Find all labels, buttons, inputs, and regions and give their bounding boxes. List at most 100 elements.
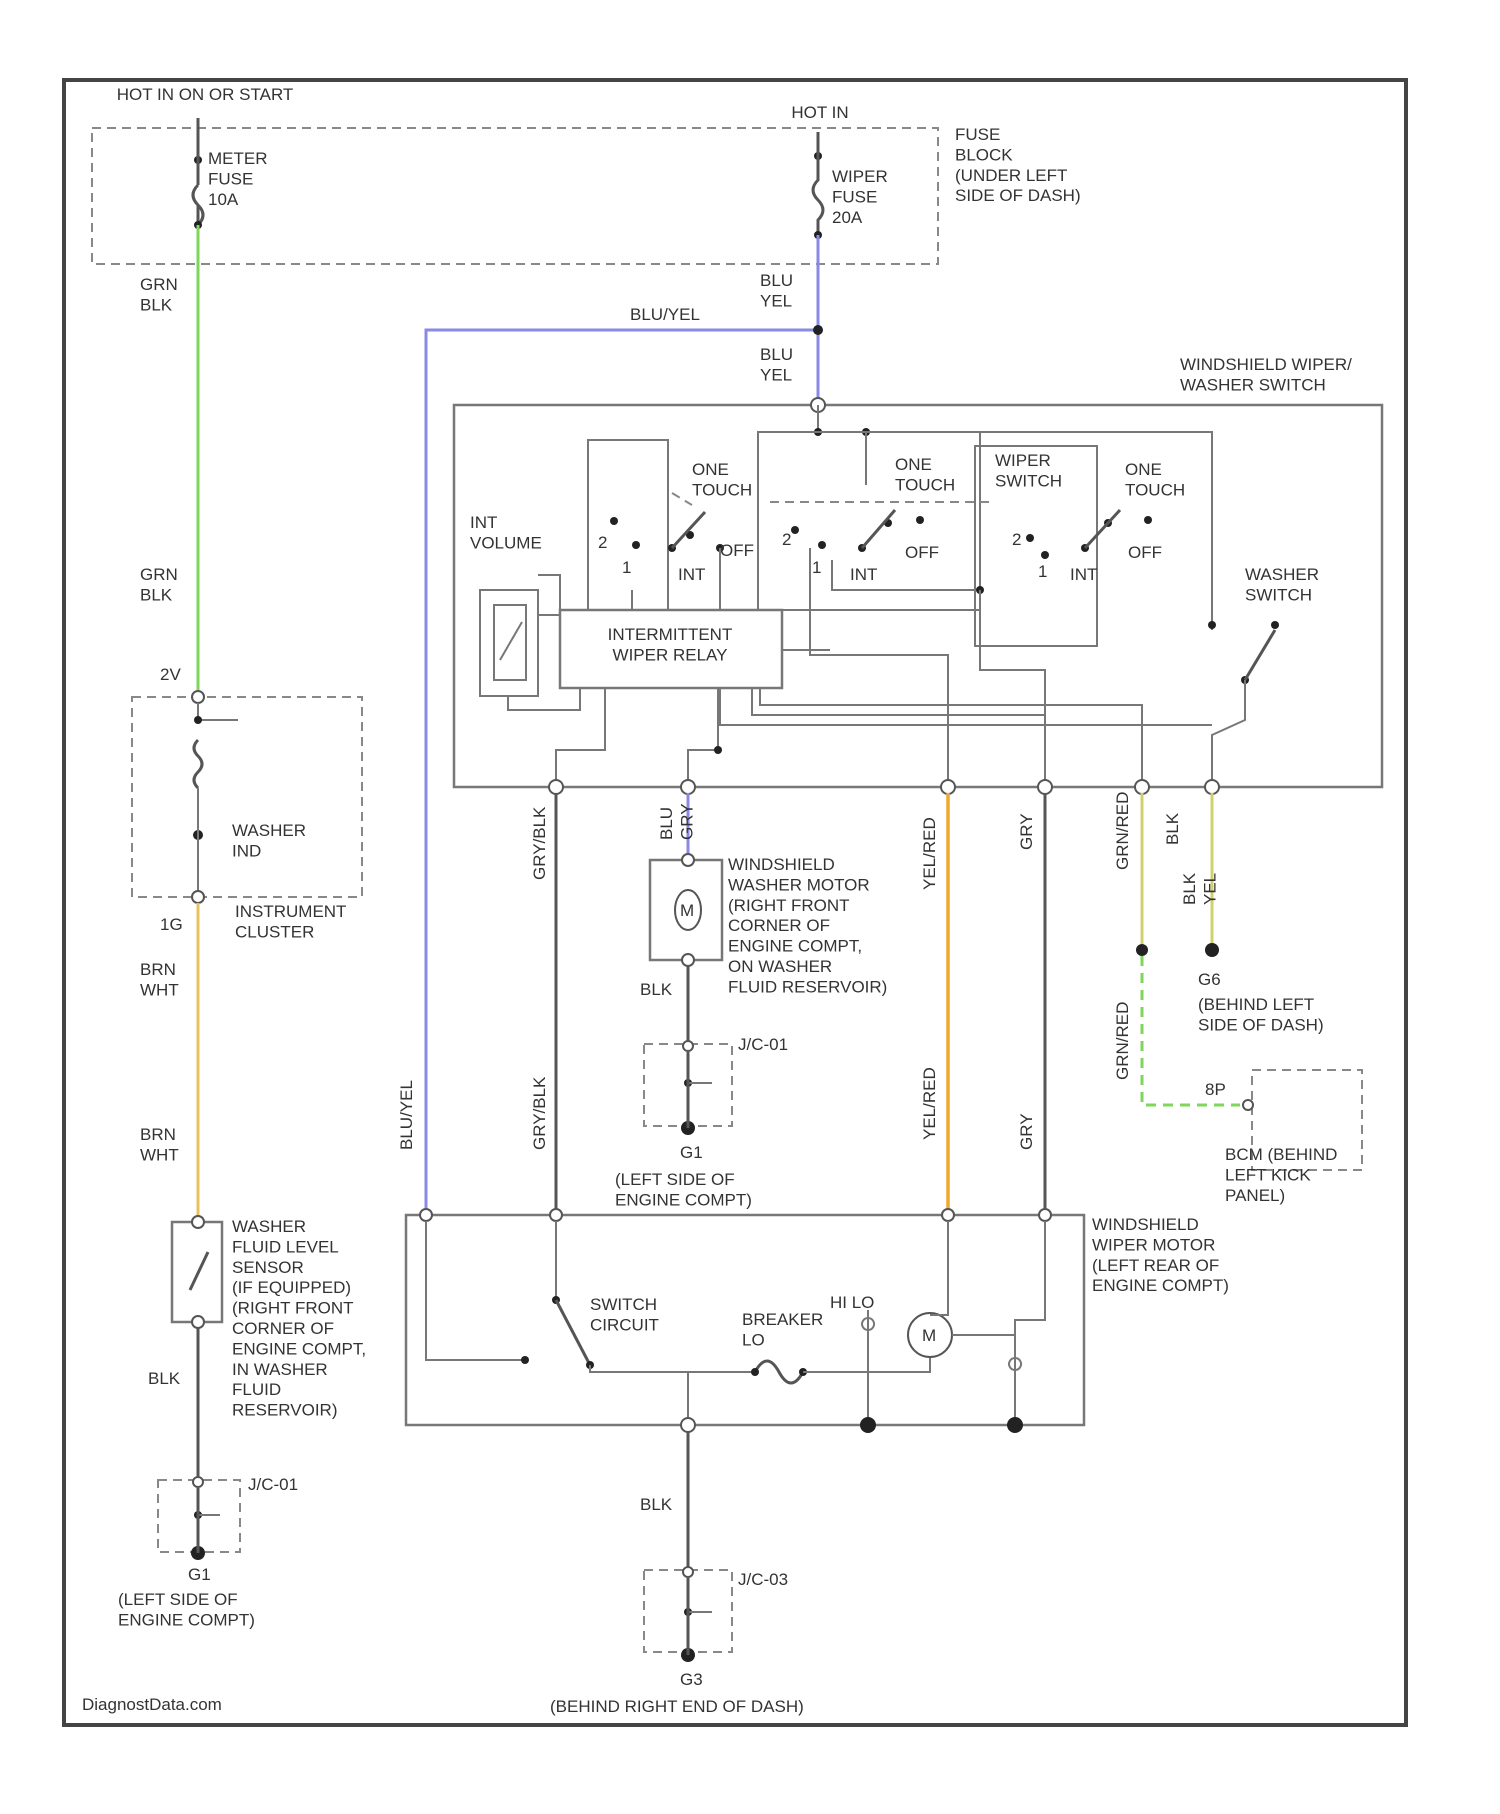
contact-dot: [791, 526, 799, 534]
pin-2v-label: 2V: [160, 665, 181, 684]
wiper-fuse-text: WIPERFUSE20A: [832, 167, 888, 227]
pin-1g-label: 1G: [160, 915, 183, 934]
washer-motor-pin-top: [682, 854, 694, 866]
one-touch-1: ONETOUCH: [692, 460, 752, 499]
washer-motor-pin-bottom: [682, 954, 694, 966]
one-touch-3: ONETOUCH: [1125, 460, 1185, 499]
jc3-label: J/C-03: [738, 1570, 788, 1589]
yel-red-1: YEL/RED: [920, 817, 939, 890]
washer-contact-top: [1271, 621, 1279, 629]
label-hot-start: HOT IN ON OR START: [117, 85, 294, 104]
wiper-motor-m: M: [922, 1326, 936, 1345]
meter-fuse-symbol: [193, 160, 203, 225]
switch-pin-blu-gry: [681, 780, 695, 794]
blk-4: BLKYEL: [1180, 872, 1219, 905]
pos-1c: 1: [1038, 562, 1047, 581]
switch-blade: [1085, 510, 1120, 548]
switch-section-1: [588, 440, 668, 610]
blk-2: BLK: [640, 980, 673, 999]
switch-blade: [672, 512, 705, 548]
g6-ground: [1205, 943, 1219, 957]
contact-dot: [1026, 534, 1034, 542]
int-volume-arrow: [500, 622, 522, 660]
int-volume-label: INTVOLUME: [470, 513, 542, 552]
blk-1: BLK: [148, 1369, 181, 1388]
switch-contacts-3: 2 1 INT OFF: [1012, 510, 1162, 584]
grn-red-2: GRN/RED: [1113, 1002, 1132, 1080]
switch-pin-yel-red: [941, 780, 955, 794]
contact-dot: [916, 516, 924, 524]
off-2: OFF: [905, 543, 939, 562]
off-1: OFF: [720, 541, 754, 560]
pos-1a: 1: [622, 558, 631, 577]
contact-dot: [632, 541, 640, 549]
contact-dot: [1144, 516, 1152, 524]
int-1: INT: [678, 565, 705, 584]
cluster-lead: [198, 703, 238, 720]
g1-left-label: G1: [188, 1565, 211, 1584]
wiper-motor-pin-yel-red: [942, 1209, 954, 1221]
switch-link: [672, 493, 692, 505]
gry-2: GRY: [1017, 1113, 1036, 1150]
wm-switch-blade: [556, 1300, 590, 1365]
gry-1: GRY: [1017, 813, 1036, 850]
bcm-pin: [1243, 1100, 1253, 1110]
contact-dot: [1041, 551, 1049, 559]
behind-left-dash: (BEHIND LEFTSIDE OF DASH): [1198, 995, 1324, 1034]
off-3: OFF: [1128, 543, 1162, 562]
pin-8p: 8P: [1205, 1080, 1226, 1099]
behind-right-dash: (BEHIND RIGHT END OF DASH): [550, 1697, 804, 1716]
hi-lo-label: HI LO: [830, 1293, 874, 1312]
wiper-motor-pin-gry-blk: [550, 1209, 562, 1221]
g6-label: G6: [1198, 970, 1221, 989]
switch-pin-blk: [1205, 780, 1219, 794]
switch-pin-grn-red: [1135, 780, 1149, 794]
jc2-label: J/C-01: [738, 1035, 788, 1054]
blu-yel-vertical: BLU/YEL: [397, 1080, 416, 1150]
washer-node: [1208, 621, 1216, 629]
washer-fluid-sensor-label: WASHERFLUID LEVELSENSOR(IF EQUIPPED)(RIG…: [232, 1217, 366, 1420]
watermark: DiagnostData.com: [82, 1695, 222, 1714]
blk-5: BLK: [640, 1495, 673, 1514]
sw3-lead: [980, 590, 1045, 787]
sw2-lead-a: [810, 548, 948, 787]
left-side-engine-1: (LEFT SIDE OFENGINE COMPT): [118, 1590, 255, 1629]
int-wiper-relay-label: INTERMITTENTWIPER RELAY: [608, 625, 733, 664]
switch-blade: [862, 510, 895, 548]
contact-dot: [818, 541, 826, 549]
pin-1g: [192, 891, 204, 903]
wm-hi-lo-internal: [930, 1221, 1045, 1335]
int-3: INT: [1070, 565, 1097, 584]
wiper-fuse-symbol: [813, 132, 823, 235]
relay-lead-grn: [760, 688, 1142, 787]
washer-switch-lead: [1212, 680, 1245, 787]
brn-wht-2: BRNWHT: [140, 1125, 179, 1164]
jc1-label: J/C-01: [248, 1475, 298, 1494]
gry-blk-2: GRY/BLK: [530, 1076, 549, 1150]
g3-label: G3: [680, 1670, 703, 1689]
relay-lead-blu-gry: [688, 688, 718, 787]
wiper-motor-pin-blu-yel: [420, 1209, 432, 1221]
wm-ground-node-b: [1007, 1417, 1023, 1433]
bcm-label: BCM (BEHINDLEFT KICKPANEL): [1225, 1145, 1337, 1205]
instrument-cluster-box: [132, 697, 362, 897]
relay-link: [508, 688, 580, 710]
relay-node: [714, 746, 722, 754]
cluster-node: [194, 716, 202, 724]
wiper-motor-ground-pin: [681, 1418, 695, 1432]
grn-red-connector: [1136, 944, 1148, 956]
sensor-pin-bottom: [192, 1316, 204, 1328]
washer-motor-m: M: [680, 901, 694, 920]
relay-lead-2: [752, 688, 1045, 715]
